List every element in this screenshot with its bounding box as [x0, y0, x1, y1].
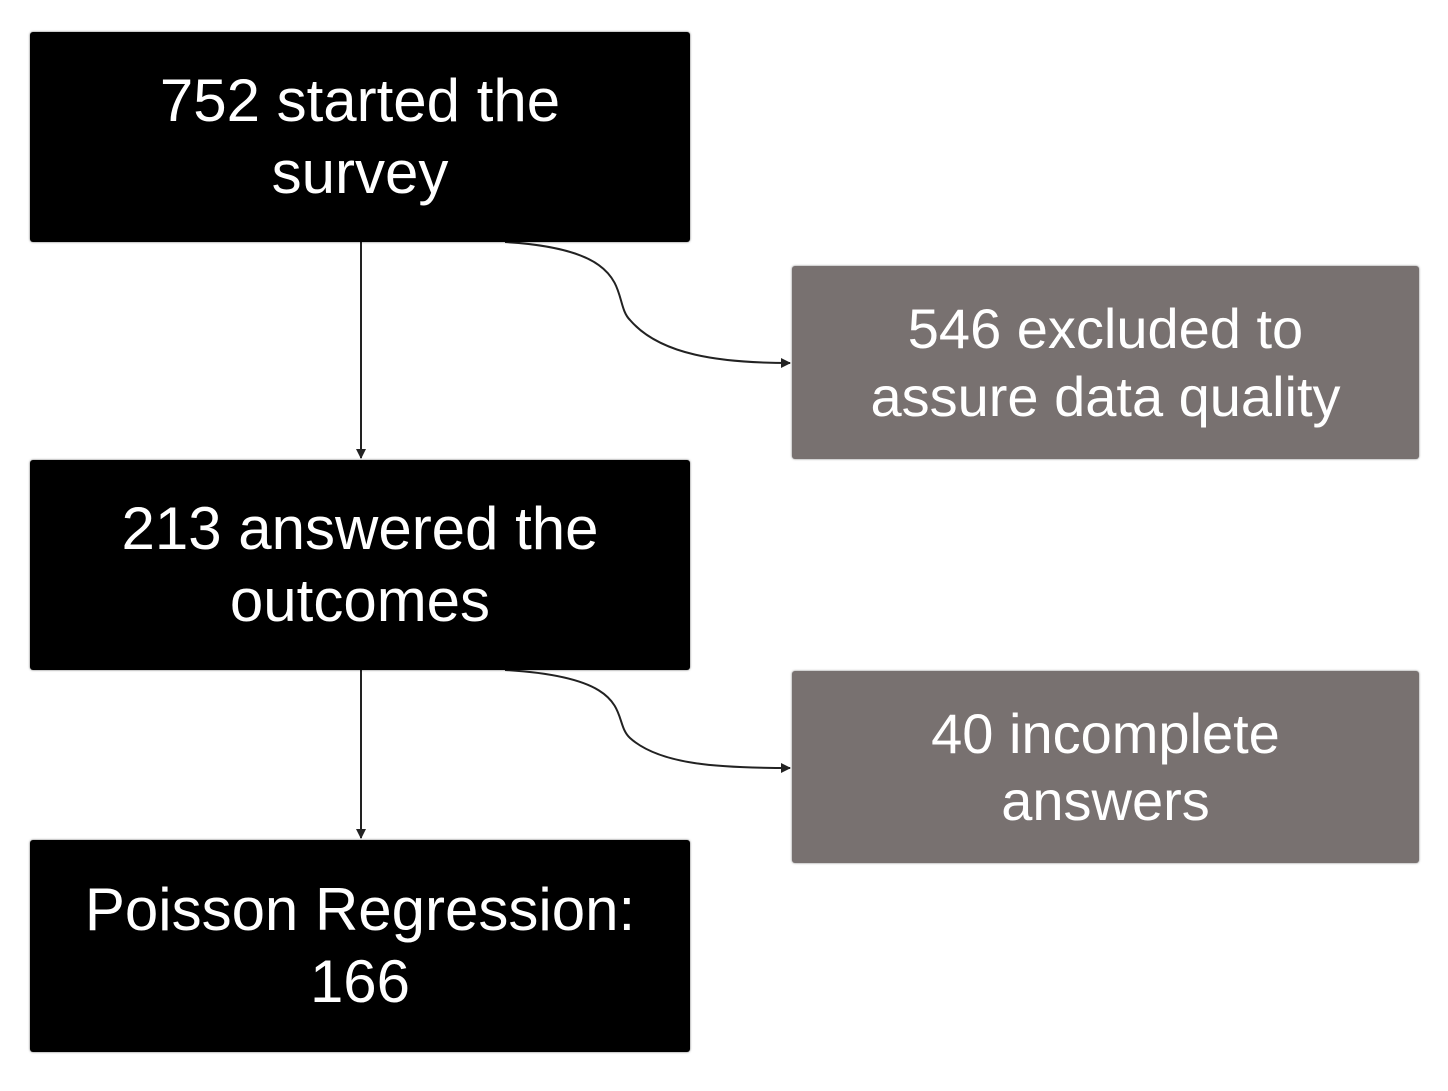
node-poisson-regression: Poisson Regression: 166: [30, 840, 690, 1052]
arrow-answered-to-incomplete: [504, 669, 791, 773]
node-answered-outcomes: 213 answered the outcomes: [30, 460, 690, 670]
node-incomplete-answers: 40 incomplete answers: [792, 671, 1419, 863]
node-started-survey-label: 752 started the survey: [159, 67, 561, 206]
node-excluded-label: 546 excluded to assure data quality: [870, 297, 1341, 428]
node-started-survey: 752 started the survey: [30, 32, 690, 242]
arrow-start-to-excluded: [504, 241, 791, 368]
node-answered-outcomes-label: 213 answered the outcomes: [121, 495, 599, 634]
node-incomplete-answers-label: 40 incomplete answers: [931, 701, 1280, 832]
node-excluded: 546 excluded to assure data quality: [792, 266, 1419, 459]
node-poisson-regression-label: Poisson Regression: 166: [84, 876, 636, 1015]
